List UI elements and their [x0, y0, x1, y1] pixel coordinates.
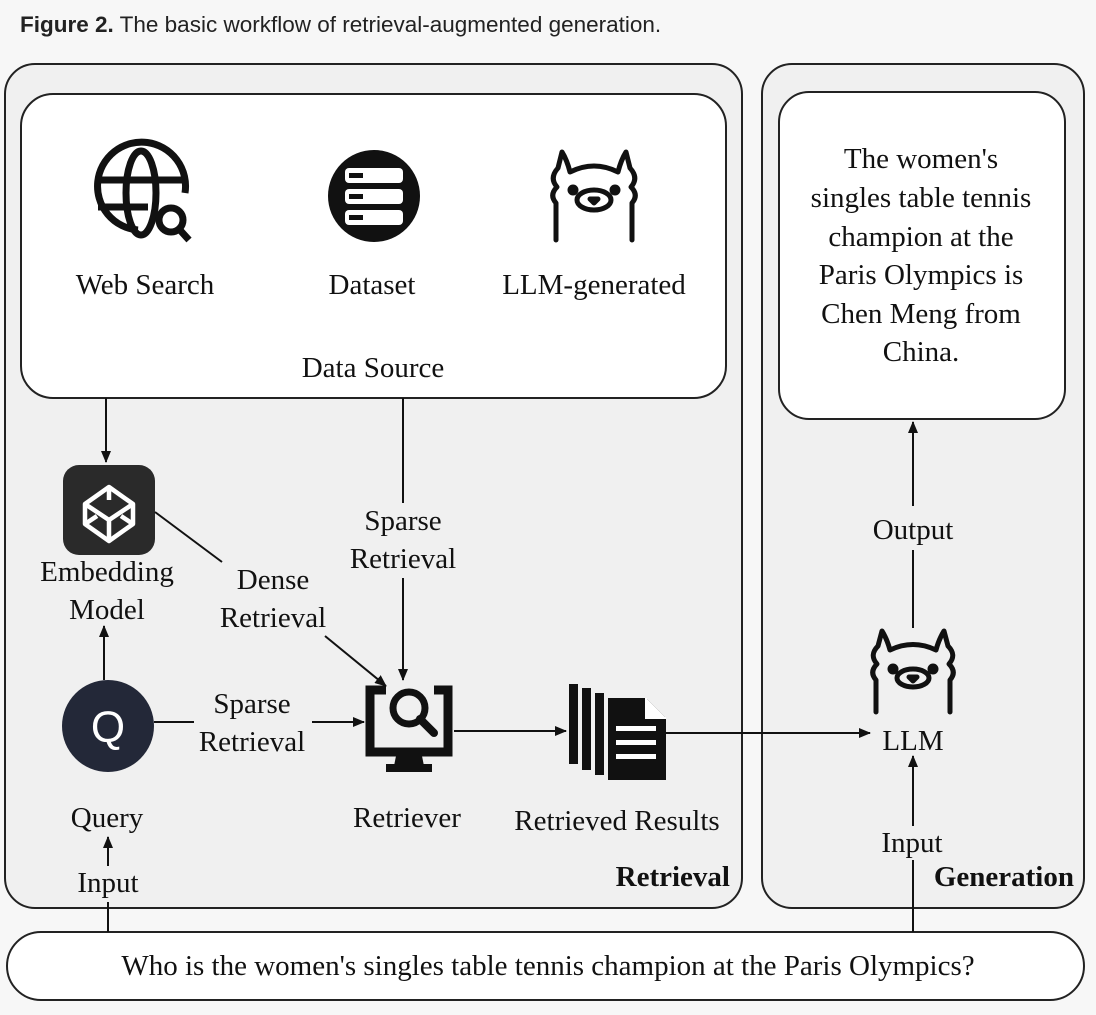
answer-text: The women's singles table tennis champio…: [811, 143, 1032, 368]
documents-icon: [569, 684, 666, 780]
answer-line-6: China.: [883, 336, 960, 368]
answer-line-3: champion at the: [828, 221, 1013, 253]
llm-label: LLM: [882, 725, 943, 757]
figure-caption: Figure 2. The basic workflow of retrieva…: [20, 12, 661, 38]
output-label: Output: [873, 514, 954, 546]
embedding-model-icon: [63, 465, 155, 555]
answer-line-4: Paris Olympics is: [819, 259, 1024, 291]
connectors: [99, 398, 918, 932]
embedding-model-label-line1: Embedding: [40, 556, 174, 588]
generation-panel-label: Generation: [934, 861, 1074, 893]
query-label: Query: [71, 802, 144, 834]
answer-line-2: singles table tennis: [811, 182, 1032, 214]
retriever-monitor-icon: [365, 685, 453, 772]
sparse-retrieval-top-label-line2: Retrieval: [350, 543, 456, 575]
data-source-box: [20, 93, 727, 399]
llm-generated-label: LLM-generated: [502, 269, 686, 301]
question-text: Who is the women's singles table tennis …: [121, 950, 974, 982]
dense-retrieval-label-line1: Dense: [237, 564, 309, 596]
sparse-retrieval-left-label-line2: Retrieval: [199, 726, 305, 758]
web-search-label: Web Search: [76, 269, 215, 301]
arrow-dense-to-retriever: [324, 635, 387, 687]
query-icon: Q: [62, 680, 154, 772]
retriever-label: Retriever: [353, 802, 461, 834]
answer-box: [778, 91, 1066, 420]
retrieval-input-label: Input: [77, 867, 138, 899]
globe-search-icon: [94, 138, 192, 243]
answer-line-1: The women's: [844, 143, 998, 175]
query-icon-letter: Q: [91, 703, 125, 752]
caption-text: The basic workflow of retrieval-augmente…: [119, 12, 662, 37]
retrieved-results-label: Retrieved Results: [514, 805, 719, 837]
dataset-label: Dataset: [329, 269, 416, 301]
caption-label: Figure 2.: [20, 12, 114, 37]
sparse-retrieval-left-label-line1: Sparse: [213, 688, 290, 720]
llm-llama-icon: [870, 628, 956, 715]
embedding-model-label-line2: Model: [69, 594, 145, 626]
retrieval-panel-label: Retrieval: [616, 861, 730, 893]
data-source-title: Data Source: [302, 352, 445, 384]
answer-line-5: Chen Meng from: [821, 298, 1021, 330]
sparse-retrieval-top-label-line1: Sparse: [364, 505, 441, 537]
question-box: [6, 931, 1085, 1001]
dense-retrieval-label-line2: Retrieval: [220, 602, 326, 634]
generation-input-label: Input: [881, 827, 942, 859]
line-embedding-to-dense-label: [154, 511, 223, 563]
database-icon: [328, 150, 420, 242]
llama-icon: [550, 149, 638, 243]
